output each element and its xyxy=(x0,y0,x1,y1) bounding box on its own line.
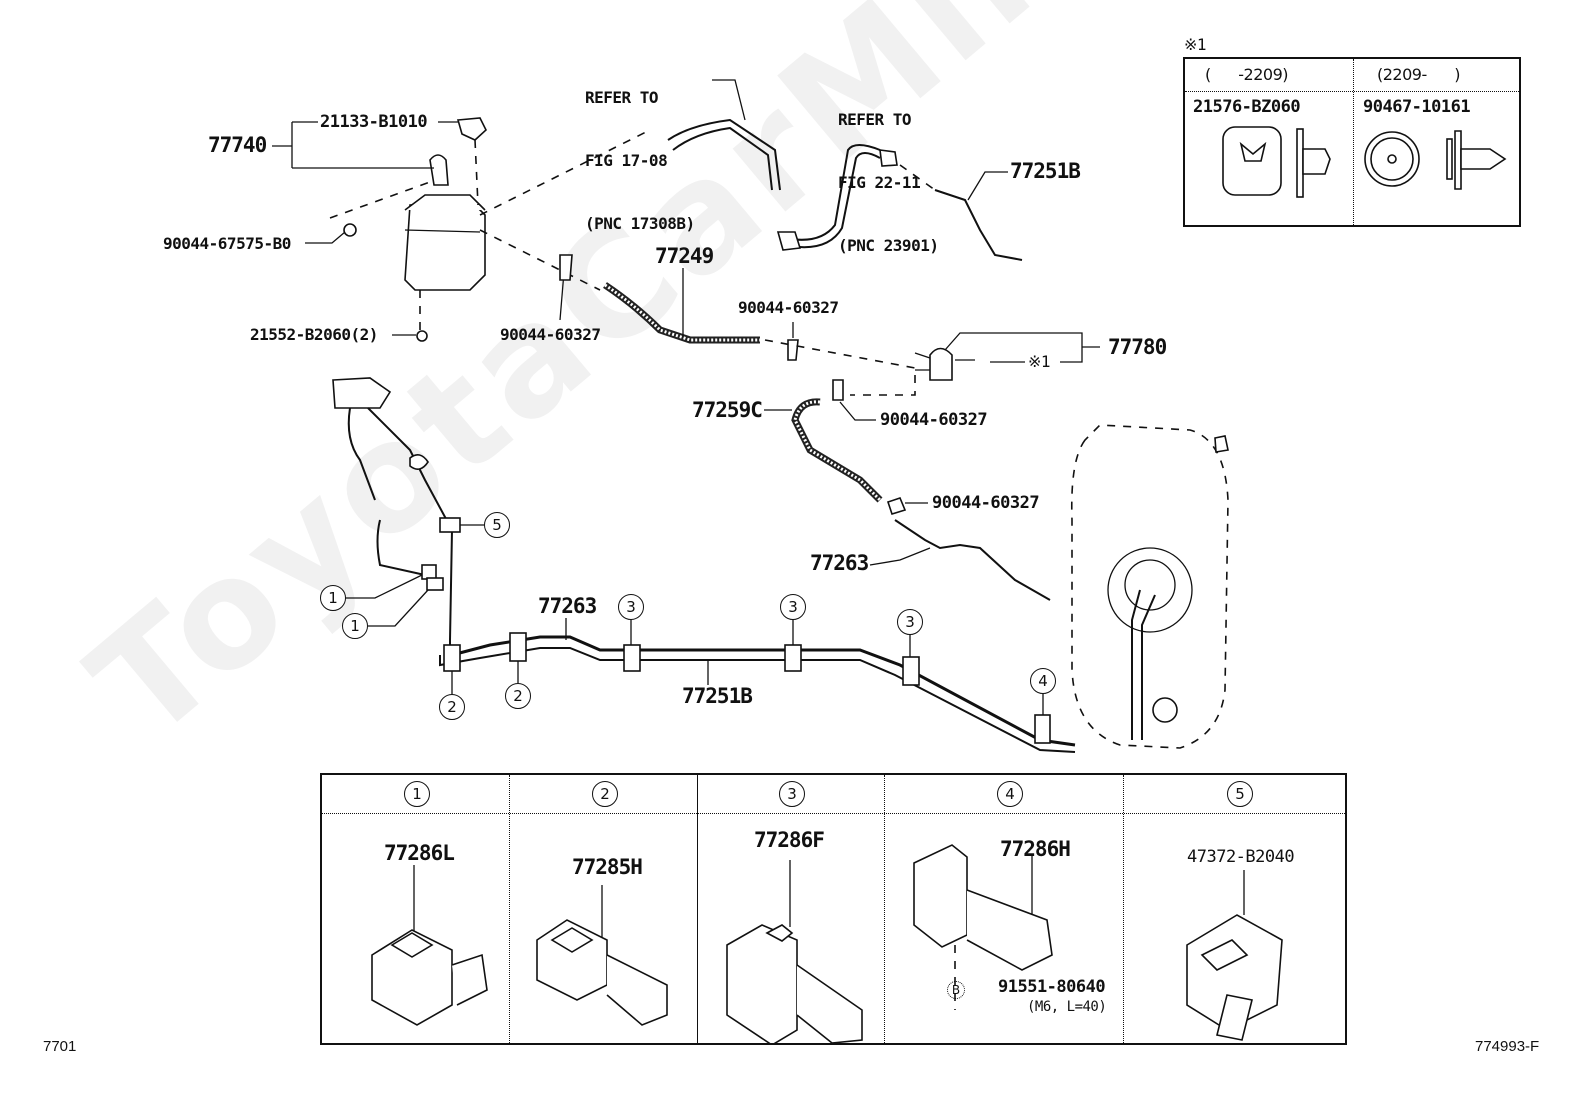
clamp-marker-3: 3 xyxy=(618,594,644,620)
callout-77780: 77780 xyxy=(1108,335,1167,359)
divider xyxy=(1185,91,1519,92)
divider xyxy=(509,775,510,1043)
clamp-drawing-5 xyxy=(1186,870,1283,1041)
note-table: ( -2209) (2209- ) 21576-BZ060 90467-1016… xyxy=(1183,57,1521,227)
bolt-spec: (M6, L=40) xyxy=(1027,999,1107,1015)
note-table-title: ※1 xyxy=(1184,35,1207,54)
callout-90044-67575-b0: 90044-67575-B0 xyxy=(163,234,291,253)
callout-77251b-upper: 77251B xyxy=(1010,159,1081,183)
bolt-part-91551-80640: 91551-80640 xyxy=(998,977,1106,997)
note-part-number: 21576-BZ060 xyxy=(1193,97,1301,117)
clamp-part-77286l: 77286L xyxy=(384,841,455,865)
reference-line: (PNC 17308B) xyxy=(585,214,695,233)
callout-21133-b1010: 21133-B1010 xyxy=(320,112,428,132)
callout-90044-60327-b: 90044-60327 xyxy=(738,298,839,317)
reference-line: REFER TO xyxy=(585,88,659,107)
reference-line: FIG 22-11 xyxy=(838,173,921,192)
clamp-drawing-3 xyxy=(726,860,863,1043)
callout-90044-60327-d: 90044-60327 xyxy=(932,493,1040,513)
clamp-drawing-4 xyxy=(913,844,1053,1010)
note-mark-1: ※1 xyxy=(1028,352,1051,371)
clamp-marker-4: 4 xyxy=(1030,668,1056,694)
reference-fig-22-11: REFER TO FIG 22-11 (PNC 23901) xyxy=(838,67,939,298)
clamp-col-marker-3: 3 xyxy=(779,781,805,807)
divider xyxy=(1353,59,1354,225)
bolt-marker-b: B xyxy=(947,981,965,999)
divider xyxy=(884,775,885,1043)
clamp-col-marker-5: 5 xyxy=(1227,781,1253,807)
note-col-header: ( -2209) xyxy=(1205,65,1289,84)
callout-77263-lower: 77263 xyxy=(538,594,597,618)
callout-77259c: 77259C xyxy=(692,398,763,422)
clamp-marker-1: 1 xyxy=(320,585,346,611)
divider xyxy=(697,775,698,1043)
clamp-part-77286f: 77286F xyxy=(754,828,825,852)
callout-77263-upper: 77263 xyxy=(810,551,869,575)
callout-77249: 77249 xyxy=(655,244,714,268)
clamp-drawing-1 xyxy=(371,865,488,1026)
clamp-marker-5: 5 xyxy=(484,512,510,538)
clamp-part-77286h: 77286H xyxy=(1000,837,1071,861)
clamp-drawing-2 xyxy=(536,885,668,1026)
divider xyxy=(322,813,1345,814)
footer-left-code: 7701 xyxy=(43,1038,77,1055)
clamp-col-marker-2: 2 xyxy=(592,781,618,807)
footer-right-code: 774993-F xyxy=(1475,1038,1540,1055)
clamp-part-77285h: 77285H xyxy=(572,855,643,879)
note-part-number: 90467-10161 xyxy=(1363,97,1471,117)
clamp-col-marker-1: 1 xyxy=(404,781,430,807)
callout-21552-b2060: 21552-B2060(2) xyxy=(250,325,378,344)
fuel-tank-drawing xyxy=(1070,424,1229,749)
callout-90044-60327-a: 90044-60327 xyxy=(500,325,601,344)
clamp-col-marker-4: 4 xyxy=(997,781,1023,807)
divider xyxy=(1123,775,1124,1043)
callout-90044-60327-c: 90044-60327 xyxy=(880,410,988,430)
note-part-drawings xyxy=(1222,126,1507,198)
clamp-part-47372-b2040: 47372-B2040 xyxy=(1187,847,1295,867)
callout-77740: 77740 xyxy=(208,133,267,157)
clamp-marker-3: 3 xyxy=(780,594,806,620)
clamp-marker-2: 2 xyxy=(439,694,465,720)
reference-line: REFER TO xyxy=(838,110,912,129)
leader-77740 xyxy=(272,121,434,169)
charcoal-canister-drawing xyxy=(343,117,487,342)
reference-line: (PNC 23901) xyxy=(838,236,939,255)
clamp-drawings xyxy=(371,844,1283,1043)
reference-line: FIG 17-08 xyxy=(585,151,668,170)
clamp-marker-3: 3 xyxy=(897,609,923,635)
clamp-table: 1 2 3 4 5 77286L 77285H 77286F 77286H 47… xyxy=(320,773,1347,1045)
clamp-marker-1: 1 xyxy=(342,613,368,639)
callout-77251b-lower: 77251B xyxy=(682,684,753,708)
note-col-header: (2209- ) xyxy=(1377,65,1461,84)
reference-fig-17-08: REFER TO FIG 17-08 (PNC 17308B) xyxy=(585,45,695,276)
clamp-marker-2: 2 xyxy=(505,683,531,709)
